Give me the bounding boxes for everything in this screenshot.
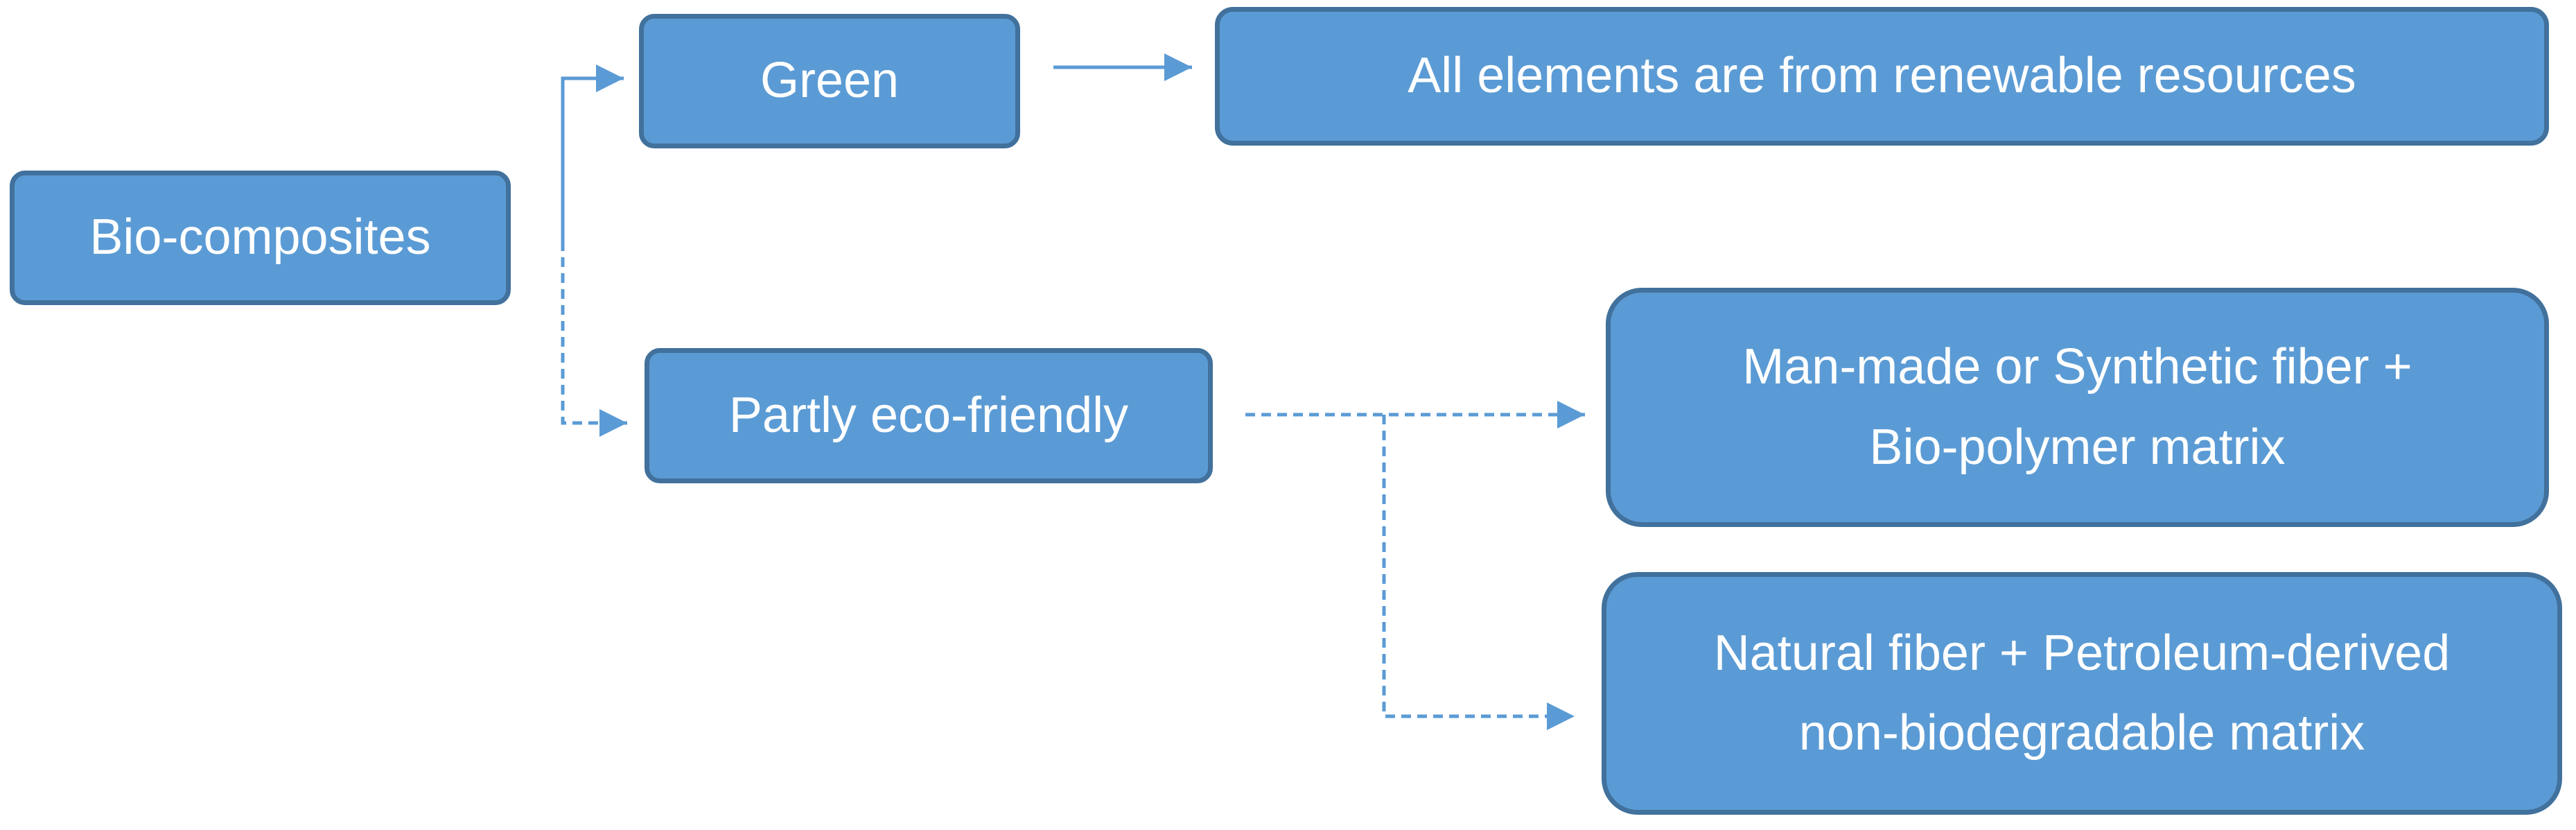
renewable-resources-node: All elements are from renewable resource…: [1215, 7, 2549, 146]
partly-eco-friendly-node: Partly eco-friendly: [645, 348, 1213, 483]
connector-partly-to-natural: [1382, 415, 1575, 730]
partly-eco-friendly-label: Partly eco-friendly: [728, 387, 1129, 443]
bio-composites-label: Bio-composites: [89, 209, 431, 266]
natural-fiber-node: Natural fiber + Petroleum-derived non-bi…: [1602, 572, 2562, 815]
green-node: Green: [639, 14, 1020, 148]
synthetic-fiber-node: Man-made or Synthetic fiber + Bio-polyme…: [1606, 288, 2549, 527]
renewable-resources-label: All elements are from renewable resource…: [1408, 48, 2356, 104]
connector-bio-to-green: [561, 64, 624, 241]
connector-bio-to-partly: [561, 241, 627, 437]
synthetic-fiber-label: Man-made or Synthetic fiber + Bio-polyme…: [1742, 339, 2412, 475]
bio-composites-node: Bio-composites: [10, 171, 511, 305]
natural-fiber-label: Natural fiber + Petroleum-derived non-bi…: [1713, 625, 2451, 761]
green-label: Green: [760, 53, 900, 109]
